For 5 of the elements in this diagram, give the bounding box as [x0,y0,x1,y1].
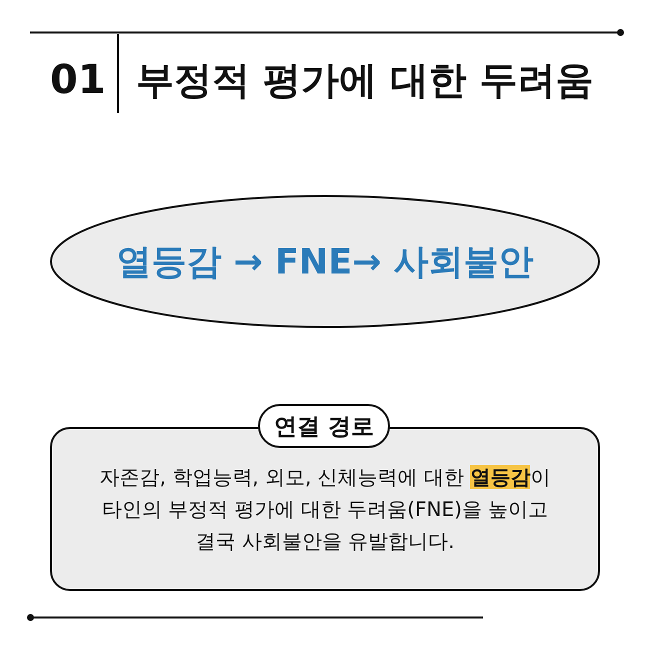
section-number: 01 [50,56,106,105]
heading-tab: 연결 경로 [258,404,390,448]
pathway-ellipse [50,195,600,328]
pathway-text: 열등감 → FNE→ 사회불안 [116,242,534,282]
title-heading: 부정적 평가에 대한 두려움 [136,57,594,104]
